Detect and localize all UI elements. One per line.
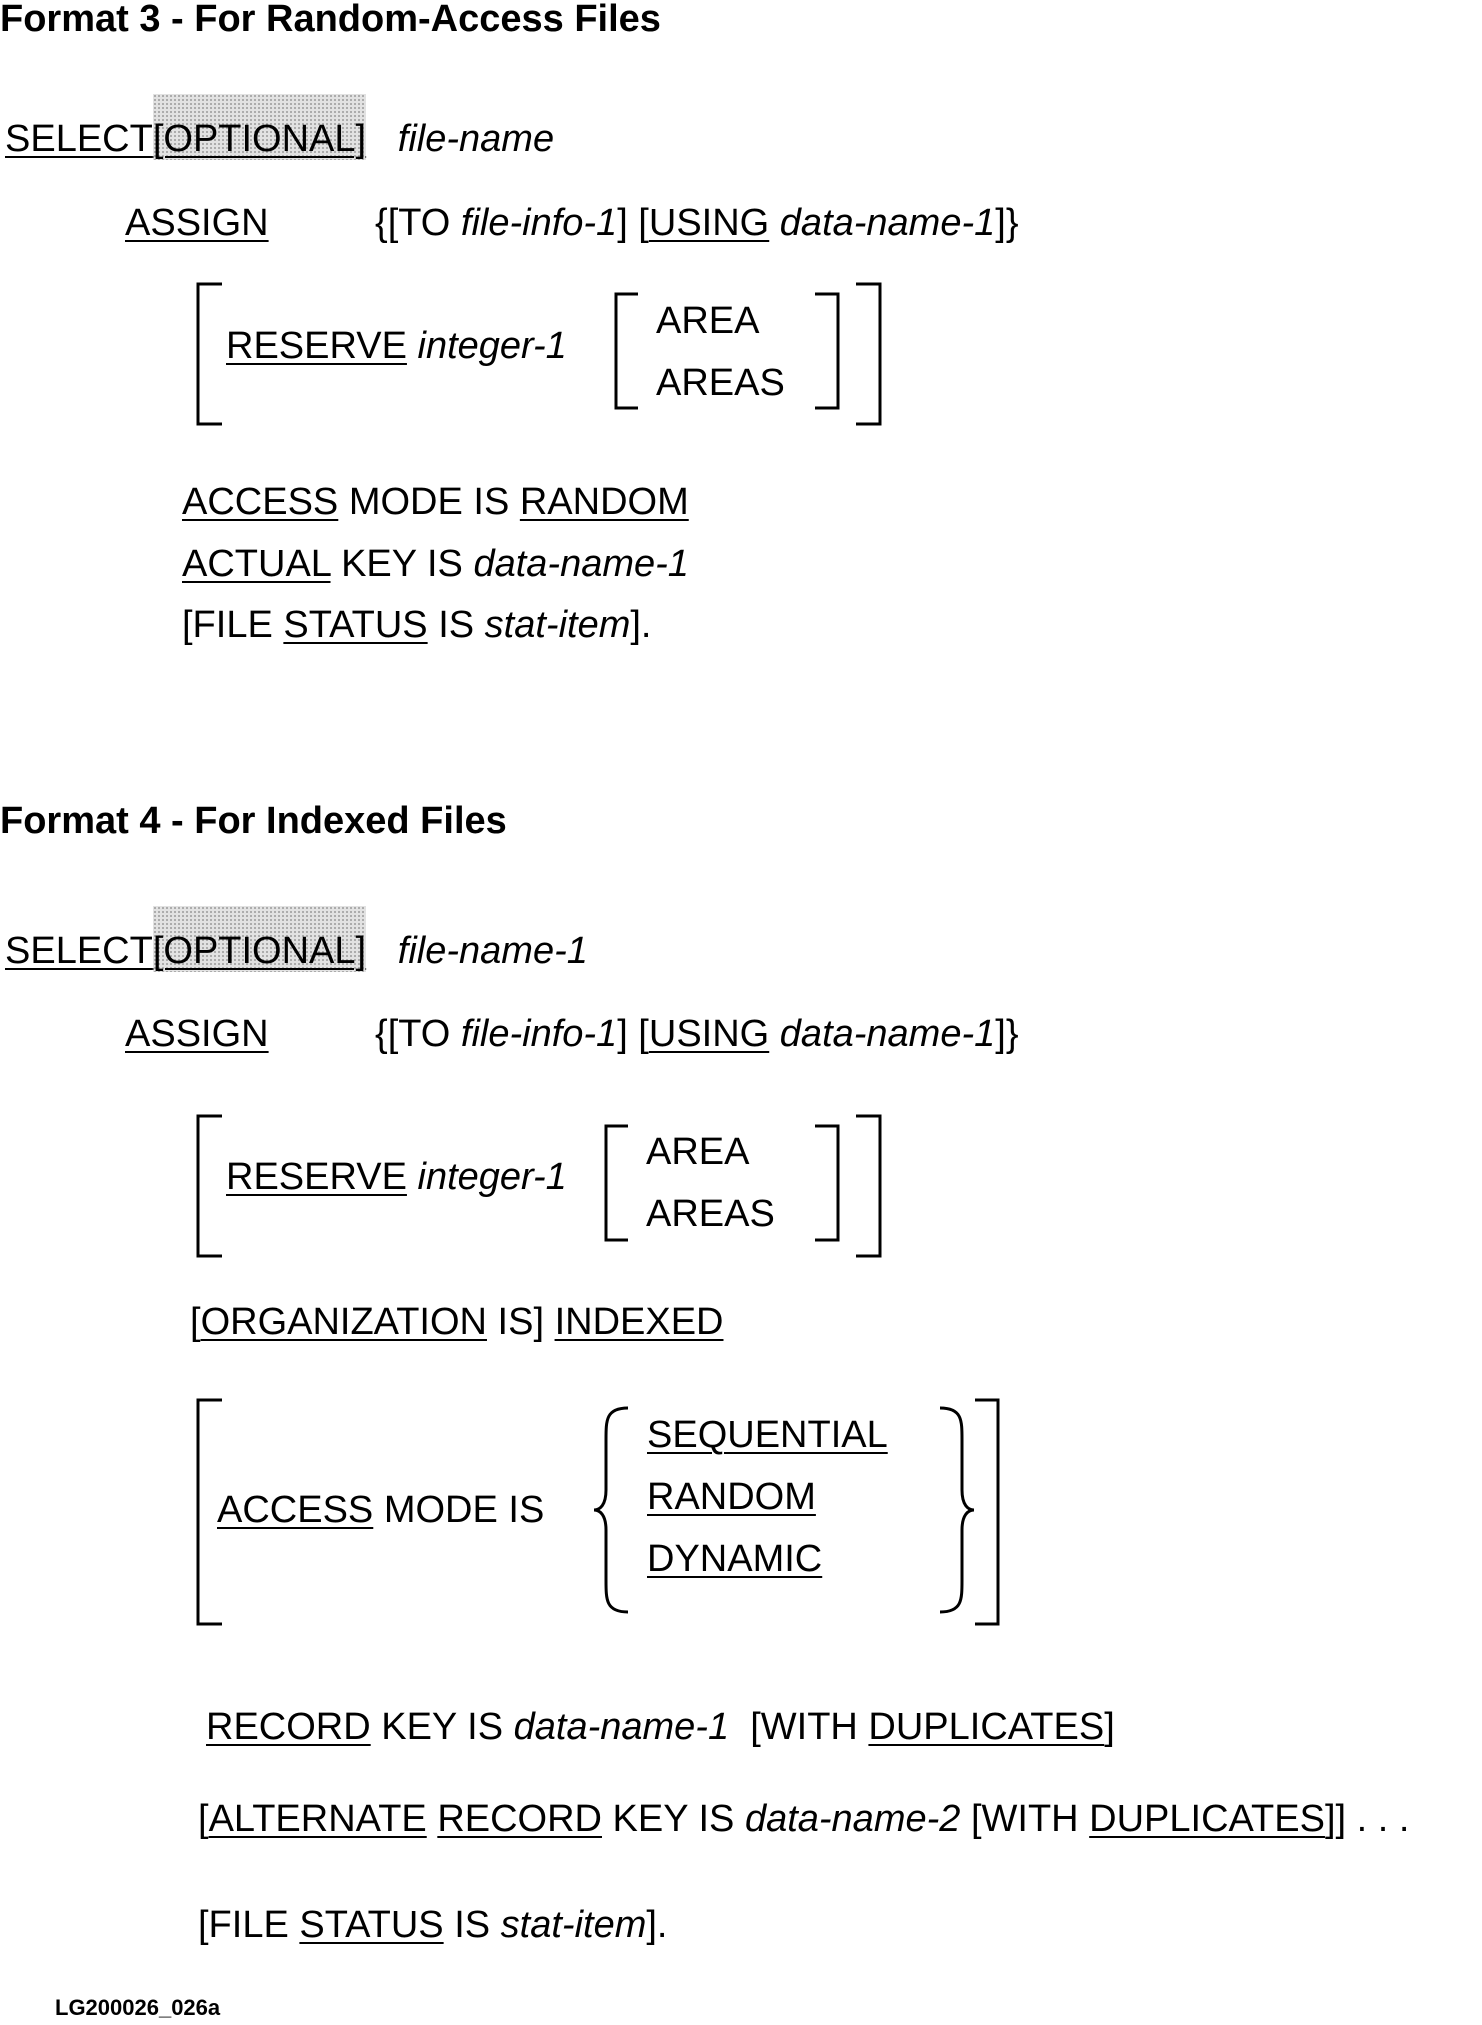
assign-keyword: ASSIGN [125,1013,269,1055]
f4-sequential: SEQUENTIAL [647,1416,888,1454]
random-keyword: RANDOM [647,1476,816,1518]
f4-assign-keyword: ASSIGN [125,1015,269,1053]
using-keyword: USING [648,1013,770,1055]
reserve-keyword: RESERVE [226,325,407,367]
access-mid: MODE IS [338,481,520,523]
dynamic-keyword: DYNAMIC [647,1538,823,1580]
assign-keyword: ASSIGN [125,202,269,244]
f3-access-line: ACCESS MODE IS RANDOM [182,483,689,521]
stat-item: stat-item [500,1904,647,1946]
status-pre: [FILE [182,604,284,646]
figure-id: LG200026_026a [55,1995,221,2020]
f4-access: ACCESS MODE IS [217,1491,544,1529]
reserve-keyword: RESERVE [226,1156,407,1198]
data-name: data-name-1 [473,543,689,585]
sequential-keyword: SEQUENTIAL [647,1414,888,1456]
f4-reserve: RESERVE integer-1 [226,1158,567,1196]
alt-pre: [ [198,1798,209,1840]
optional-keyword: [OPTIONAL] [152,906,367,972]
org-mid: IS] [486,1301,555,1343]
f3-areas: AREAS [656,362,785,404]
access-mid: MODE IS [373,1489,545,1531]
indexed-keyword: INDEXED [554,1301,724,1343]
assign-open: {[TO [375,1013,461,1055]
file-info: file-info-1 [460,1013,618,1055]
integer: integer-1 [417,325,567,367]
f4-assign-clause: {[TO file-info-1] [USING data-name-1]} [375,1015,1019,1053]
f3-assign-keyword: ASSIGN [125,204,269,242]
record-keyword: RECORD [206,1706,371,1748]
data-name: data-name-1 [779,202,996,244]
file-name: file-name-1 [397,930,588,972]
assign-mid: ] [ [617,202,649,244]
select-keyword: SELECT [5,930,153,972]
status-pre: [FILE [198,1904,300,1946]
with-pre: [WITH [729,1706,869,1748]
data-name: data-name-1 [513,1706,730,1748]
altkey-mid: KEY IS [602,1798,745,1840]
format3-heading: Format 3 - For Random-Access Files [0,0,661,40]
file-name: file-name [397,118,555,160]
f3-actual-line: ACTUAL KEY IS data-name-1 [182,545,689,583]
using-keyword: USING [648,202,770,244]
f4-status-line: [FILE STATUS IS stat-item]. [198,1906,668,1944]
status-mid: IS [427,604,485,646]
f3-assign-clause: {[TO file-info-1] [USING data-name-1]} [375,204,1019,242]
organization-keyword: ORGANIZATION [200,1301,487,1343]
f4-select-line: SELECT[OPTIONAL] file-name-1 [5,906,588,972]
recordkey-end: ] [1104,1706,1115,1748]
status-mid: IS [443,1904,501,1946]
access-keyword: ACCESS [217,1489,374,1531]
alternate-keyword: ALTERNATE [208,1798,427,1840]
assign-mid: ] [ [617,1013,649,1055]
f4-organization-line: [ORGANIZATION IS] INDEXED [190,1303,723,1341]
f3-status-line: [FILE STATUS IS stat-item]. [182,606,652,644]
altkey-end: ]] . . . [1324,1798,1410,1840]
f4-random: RANDOM [647,1478,816,1516]
f3-area: AREA [656,300,760,342]
space [427,1798,438,1840]
data-name: data-name-1 [779,1013,996,1055]
actual-keyword: ACTUAL [182,543,331,585]
stat-item: stat-item [484,604,631,646]
f3-select-line: SELECT[OPTIONAL] file-name [5,94,555,160]
f4-altkey-line: [ALTERNATE RECORD KEY IS data-name-2 [WI… [198,1800,1409,1838]
status-keyword: STATUS [299,1904,444,1946]
assign-close: ]} [995,1013,1019,1055]
f4-areas: AREAS [646,1193,775,1235]
status-keyword: STATUS [283,604,428,646]
format4-heading: Format 4 - For Indexed Files [0,800,507,842]
assign-open: {[TO [375,202,461,244]
f3-reserve: RESERVE integer-1 [226,327,567,365]
access-keyword: ACCESS [182,481,339,523]
assign-close: ]} [995,202,1019,244]
optional-keyword: [OPTIONAL] [152,94,367,160]
data-name: data-name-2 [744,1798,961,1840]
f4-dynamic: DYNAMIC [647,1540,822,1578]
random-keyword: RANDOM [519,481,689,523]
status-end: ]. [630,604,652,646]
integer: integer-1 [417,1156,567,1198]
duplicates-keyword: DUPLICATES [868,1706,1105,1748]
with-pre: [WITH [960,1798,1090,1840]
f4-area: AREA [646,1131,750,1173]
duplicates-keyword: DUPLICATES [1089,1798,1325,1840]
status-end: ]. [646,1904,668,1946]
recordkey-mid: KEY IS [370,1706,514,1748]
org-pre: [ [190,1301,201,1343]
select-keyword: SELECT [5,118,153,160]
record-keyword: RECORD [437,1798,602,1840]
actual-mid: KEY IS [330,543,474,585]
f4-recordkey-line: RECORD KEY IS data-name-1 [WITH DUPLICAT… [206,1708,1115,1746]
file-info: file-info-1 [460,202,618,244]
